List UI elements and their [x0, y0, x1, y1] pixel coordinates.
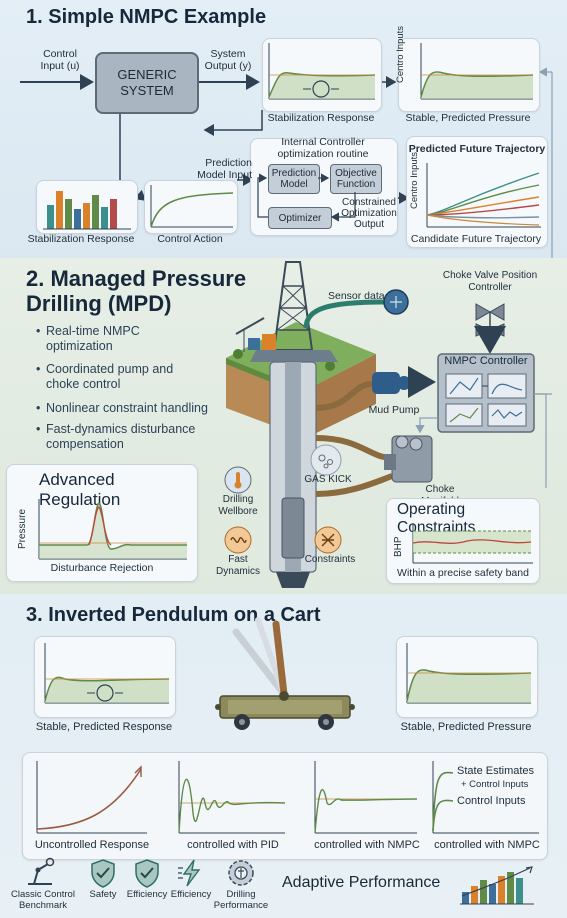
stabilization-response-plot [268, 43, 376, 100]
objective-function-box: Objective Function [330, 164, 382, 194]
pendulum-cart-illustration [215, 617, 355, 730]
stabilization-bar-card [36, 180, 138, 234]
state-estimates-label: State Estimates [457, 765, 535, 777]
bullet-2: Coordinated pump and choke control [36, 362, 173, 392]
stable-pressure-card-2 [396, 636, 538, 718]
section3-title: 3. Inverted Pendulum on a Cart [26, 604, 321, 626]
constraints-icon [314, 526, 342, 554]
bhp-plot [412, 523, 533, 564]
controlled-pid-label: controlled with PID [187, 839, 279, 851]
section2-title: 2. Managed Pressure Drilling (MPD) [26, 266, 247, 316]
bullet-4: Fast-dynamics disturbance compensation [36, 422, 195, 452]
control-input-label: Control Input (u) [40, 48, 80, 72]
internal-controller-arrows [257, 173, 356, 222]
efficiency-label-2: Efficiency [170, 889, 212, 900]
safety-label: Safety [89, 889, 117, 900]
bullet-1: Real-time NMPC optimization [36, 324, 140, 354]
section-inverted-pendulum: 3. Inverted Pendulum on a Cart Stable, P… [0, 594, 567, 918]
advanced-regulation-card: Advanced Regulation Pressure Disturbance… [6, 464, 198, 582]
candidate-trajectory-plot [426, 163, 541, 228]
section-simple-nmpc: 1. Simple NMPC Example Control Input (u)… [0, 0, 567, 776]
drilling-wellbore-label: Drilling Wellbore [218, 494, 258, 517]
bullet-3: Nonlinear constraint handling [36, 401, 208, 416]
control-action-plot [150, 185, 234, 228]
gas-kick-label: GAS KICK [304, 474, 352, 485]
constraints-label: Constraints [304, 554, 356, 565]
thermometer-icon [224, 466, 252, 494]
stabilization-bar-plot [43, 191, 131, 230]
lightning-efficiency-icon [178, 859, 201, 887]
response-comparison-panel: Uncontrolled Response controlled with PI… [22, 752, 548, 860]
stable-pressure-card: Centro Inputs [395, 26, 540, 112]
control-inputs-plus-label: + Control Inputs [461, 779, 529, 790]
mud-pump-label: Mud Pump [368, 404, 420, 416]
prediction-model-input-label: Prediction Model Input [197, 157, 252, 181]
adaptive-performance-label: Adaptive Performance [282, 874, 441, 891]
internal-controller-label: Internal Controller optimization routine [277, 136, 369, 160]
section-mpd: 2. Managed Pressure Drilling (MPD) Real-… [0, 258, 567, 594]
fast-dynamics-icon [224, 526, 252, 554]
generic-system-box: GENERIC SYSTEM [95, 52, 199, 114]
drilling-performance-label: Drilling Performance [213, 889, 269, 911]
operating-constraints-card: Operating Constraints BHP Within a preci… [386, 498, 540, 584]
shield-check-icon-2 [135, 859, 159, 888]
drilling-rig-illustration [226, 261, 552, 588]
bhp-axis-label: BHP [393, 536, 404, 557]
shield-check-icon [91, 859, 115, 888]
section1-title: 1. Simple NMPC Example [26, 6, 267, 28]
disturbance-rejection-label: Disturbance Rejection [50, 562, 154, 574]
stable-response-plot [44, 643, 170, 704]
stabilization-response-card [262, 38, 382, 112]
robot-arm-icon [28, 857, 55, 885]
efficiency-label: Efficiency [126, 889, 168, 900]
system-output-label: System Output (y) [204, 48, 252, 72]
controlled-nmpc-label: controlled with NMPC [314, 839, 420, 851]
stable-predicted-pressure-label: Stable, Predicted Pressure [405, 112, 531, 124]
uncontrolled-response-label: Uncontrolled Response [34, 839, 150, 851]
sensor-data-label: Sensor data [328, 290, 385, 302]
control-action-card [144, 180, 238, 234]
control-action-label: Control Action [157, 233, 223, 245]
control-inputs-label: Control Inputs [457, 795, 526, 807]
predicted-trajectory-card: Predicted Future Trajectory Centro Input… [406, 136, 548, 248]
constrained-optimization-output-label: Constrained Optimization Output [341, 197, 397, 230]
optimizer-box: Optimizer [268, 207, 332, 229]
fast-dynamics-label: Fast Dynamics [216, 554, 260, 577]
prediction-model-box: Prediction Model [268, 164, 320, 194]
candidate-future-trajectory-label: Candidate Future Trajectory [410, 233, 542, 245]
stable-pressure-plot-2 [406, 643, 532, 704]
gear-drilling-icon [228, 860, 254, 886]
response-comparison-plots [36, 761, 539, 834]
disturbance-plot [38, 499, 187, 560]
nmpc-controller-label: NMPC Controller [444, 355, 528, 367]
centro-inputs-label-2: Centro Inputs [409, 151, 420, 209]
choke-valve-label: Choke Valve Position Controller [442, 270, 538, 293]
stabilization-response-label-2: Stabilization Response [27, 233, 135, 245]
stable-pressure-plot [420, 43, 534, 100]
stable-response-card [34, 636, 176, 718]
stabilization-response-label: Stabilization Response [267, 112, 375, 124]
stable-predicted-pressure-label-2: Stable, Predicted Pressure [400, 721, 532, 733]
stable-predicted-response-label: Stable, Predicted Response [35, 721, 173, 733]
gas-kick-icon [310, 444, 342, 476]
predicted-future-trajectory-title: Predicted Future Trajectory [408, 143, 546, 155]
classic-control-label: Classic Control Benchmark [11, 889, 75, 911]
performance-bars-icon [460, 866, 534, 905]
safety-band-label: Within a precise safety band [397, 567, 529, 579]
controlled-nmpc-label-2: controlled with NMPC [434, 839, 540, 851]
